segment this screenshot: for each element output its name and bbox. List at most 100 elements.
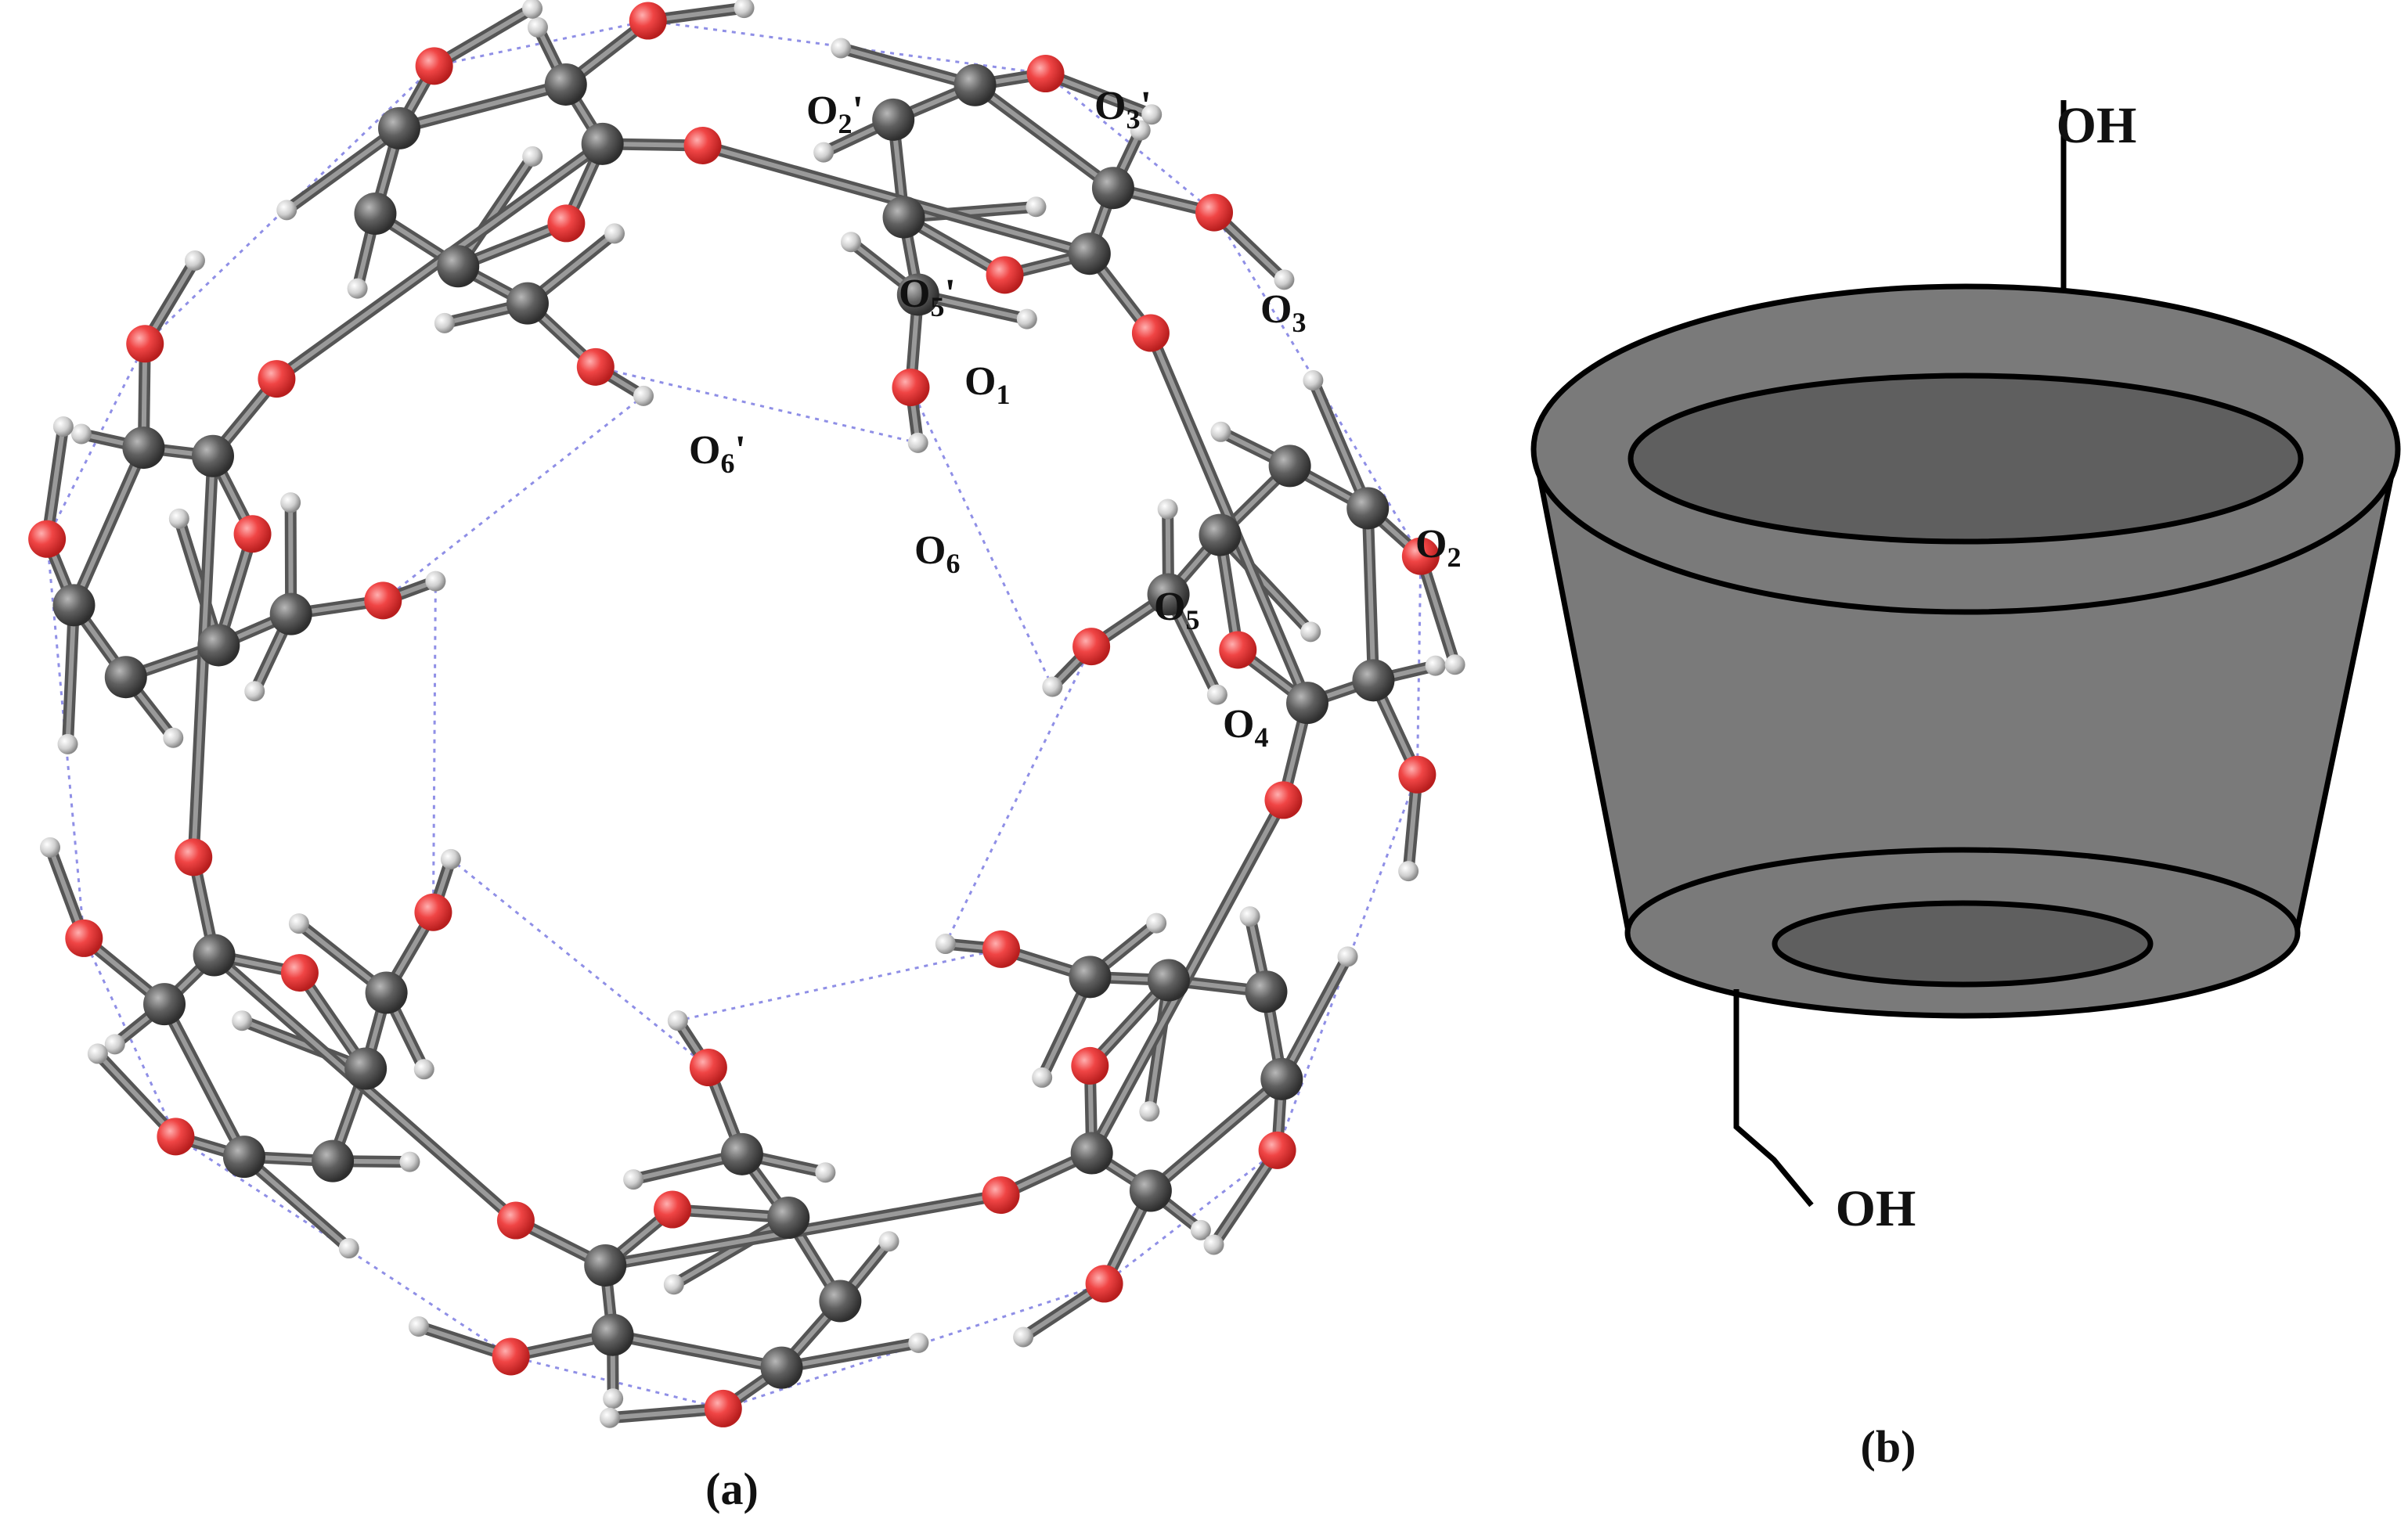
hydrogen-atom	[907, 432, 928, 453]
hydrogen-atom	[244, 681, 265, 702]
hydrogen-atom	[522, 146, 543, 167]
carbon-atom	[953, 63, 997, 106]
carbon-atom	[506, 282, 549, 325]
hydrogen-atom	[288, 913, 309, 934]
hydrogen-atom	[1016, 308, 1037, 329]
oxygen-atom	[1398, 755, 1437, 794]
atom-labels: O2' O3' O5' O6' O1 O3 O2 O6 O5 O4	[689, 84, 1461, 753]
bond-highlight	[45, 423, 66, 542]
carbon-atom	[437, 245, 480, 288]
oxygen-atom	[415, 47, 453, 85]
label-o4: O4	[1223, 702, 1268, 753]
hydrogen-atom	[1042, 676, 1063, 697]
hydrogen-atom	[57, 733, 78, 754]
bond-highlight	[779, 1340, 921, 1370]
hydrogen-atom	[1141, 104, 1163, 125]
carbon-atom	[1245, 970, 1288, 1013]
carbon-atom	[122, 427, 165, 470]
hydrogen-atom	[39, 837, 60, 858]
oxygen-atom	[1264, 781, 1303, 819]
atoms	[28, 0, 1465, 1428]
oxygen-atom	[1258, 1131, 1296, 1169]
oxygen-atom	[258, 360, 296, 398]
hydrogen-atom	[1130, 120, 1151, 141]
oxygen-atom	[1131, 314, 1170, 352]
oxygen-atom	[157, 1118, 195, 1156]
hydrogen-atom	[184, 250, 205, 272]
label-o5-prime: O5'	[899, 272, 956, 322]
oxygen-atom	[683, 126, 722, 164]
hydrogen-atom	[399, 1151, 420, 1172]
hydrogen-atom	[1337, 946, 1358, 967]
hydrogen-atom	[1026, 196, 1047, 218]
hydrogen-atom	[434, 312, 455, 333]
bond-highlight	[65, 603, 77, 747]
hydrogen-atom	[168, 508, 189, 529]
hydrogen-atom	[840, 232, 861, 253]
carbon-atom	[1129, 1169, 1172, 1212]
carbon-atom	[1147, 959, 1190, 1002]
hydrogen-atom	[1300, 621, 1321, 643]
bond-highlight	[838, 45, 978, 88]
oxygen-atom	[982, 1176, 1020, 1215]
bond-highlight	[456, 153, 535, 269]
hydrogen-atom	[604, 223, 625, 244]
carbon-atom	[52, 584, 96, 627]
carbon-atom	[193, 934, 236, 977]
bond-highlight	[1147, 977, 1171, 1114]
h-bond-line	[449, 858, 709, 1069]
carbon-atom	[1070, 1132, 1113, 1175]
hydrogen-atom	[1206, 684, 1227, 705]
carbon-atom	[1091, 167, 1134, 210]
carbon-atom	[191, 434, 234, 477]
oxygen-atom	[1071, 1046, 1109, 1085]
oxygen-atom	[576, 347, 615, 386]
bond-highlight	[397, 81, 568, 131]
oxygen-atom	[1085, 1265, 1123, 1303]
hydrogen-atom	[87, 1043, 108, 1064]
bond-highlight	[284, 125, 402, 213]
molecular-model-panel: O2' O3' O5' O6' O1 O3 O2 O6 O5 O4 (a)	[28, 0, 1465, 1514]
hydrogen-atom	[1032, 1067, 1053, 1088]
carbon-atom	[767, 1197, 810, 1240]
oxygen-atom	[280, 954, 319, 992]
bond-highlight	[1279, 954, 1350, 1082]
hydrogen-atom	[232, 1010, 253, 1031]
label-o1: O1	[964, 359, 1010, 410]
carbon-atom	[896, 273, 939, 316]
oxygen-atom	[654, 1190, 692, 1229]
hydrogen-atom	[1203, 1234, 1224, 1255]
carbon-atom	[143, 983, 186, 1026]
bond-highlight	[1043, 71, 1155, 117]
h-bond-line	[1044, 72, 1215, 214]
cone-bottom-opening	[1772, 900, 2154, 988]
bond-highlight	[162, 1002, 247, 1160]
bond-highlight	[1211, 1147, 1280, 1247]
carbon-atom	[222, 1136, 265, 1179]
hydrogen-atom	[1303, 370, 1324, 391]
cone-top-opening	[1628, 373, 2304, 545]
oxygen-atom	[126, 325, 164, 363]
bond-highlight	[671, 1215, 791, 1287]
h-bond-line	[431, 581, 437, 912]
h-bond-line	[944, 646, 1093, 945]
cone-schematic-panel: OH OH (b)	[1530, 97, 2401, 1472]
hydrogen-atom	[663, 1274, 684, 1295]
carbon-atom	[365, 971, 408, 1014]
carbon-atom	[1260, 1057, 1303, 1100]
oxygen-atom	[547, 204, 586, 243]
hydrogen-atom	[1157, 499, 1178, 520]
hydrogen-atom	[413, 1059, 434, 1080]
secondary-rim-oh-line	[1733, 989, 1814, 1208]
hydrogen-atom	[734, 0, 755, 19]
hydrogen-atom	[1274, 269, 1295, 290]
oxygen-atom	[175, 838, 213, 876]
hydrogen-atom	[1013, 1326, 1034, 1348]
bond-highlight	[176, 516, 222, 648]
bond-highlight	[431, 5, 535, 69]
top-oh-label: OH	[2057, 97, 2137, 154]
carbon-atom	[1147, 573, 1190, 616]
bond-highlight	[972, 82, 1116, 191]
oxygen-atom	[982, 930, 1021, 968]
bond-highlight	[1365, 506, 1376, 683]
